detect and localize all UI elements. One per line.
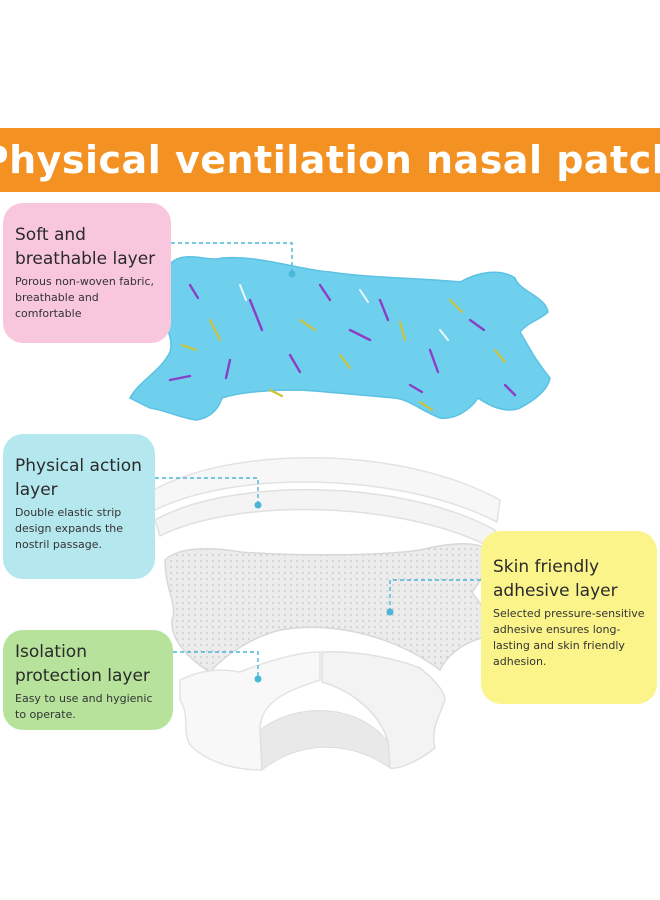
- callout-title-line: Skin friendly: [493, 557, 600, 577]
- callout-title-line: protection layer: [15, 666, 150, 686]
- callout-description: Porous non-woven fabric, breathable and …: [15, 275, 155, 320]
- callout-title-line: Soft and: [15, 225, 86, 245]
- fabric-layer-shape: [128, 256, 551, 421]
- connector-dot: [288, 270, 296, 278]
- connector-lines: [155, 242, 481, 677]
- elastic-strips-shape: [149, 457, 501, 550]
- callout-skin-friendly-adhesive-layer: Skin friendly adhesive layer Selected pr…: [481, 531, 657, 704]
- isolation-layer-shape: [179, 650, 446, 771]
- title-banner: Physical ventilation nasal patch: [0, 128, 660, 192]
- callout-description: Easy to use and hygienic to operate.: [15, 692, 153, 721]
- callout-isolation-protection-layer: Isolation protection layer Easy to use a…: [3, 630, 173, 730]
- callout-title-line: Isolation: [15, 642, 87, 662]
- callout-title: Isolation protection layer: [15, 640, 161, 688]
- callout-soft-breathable-layer: Soft and breathable layer Porous non-wov…: [3, 203, 171, 343]
- callout-title: Skin friendly adhesive layer: [493, 555, 645, 603]
- connector-dot: [254, 675, 262, 683]
- callout-title-line: Physical action: [15, 456, 142, 476]
- callout-title-line: breathable layer: [15, 249, 156, 269]
- callout-title: Soft and breathable layer: [15, 223, 159, 271]
- callout-title-line: layer: [15, 480, 58, 500]
- connector-dot: [254, 501, 262, 509]
- callout-physical-action-layer: Physical action layer Double elastic str…: [3, 434, 155, 579]
- callout-description: Selected pressure-sensitive adhesive ens…: [493, 607, 645, 668]
- connector-dot: [386, 608, 394, 616]
- callout-title: Physical action layer: [15, 454, 143, 502]
- callout-description: Double elastic strip design expands the …: [15, 506, 124, 551]
- page-title: Physical ventilation nasal patch: [0, 138, 660, 182]
- callout-title-line: adhesive layer: [493, 581, 618, 601]
